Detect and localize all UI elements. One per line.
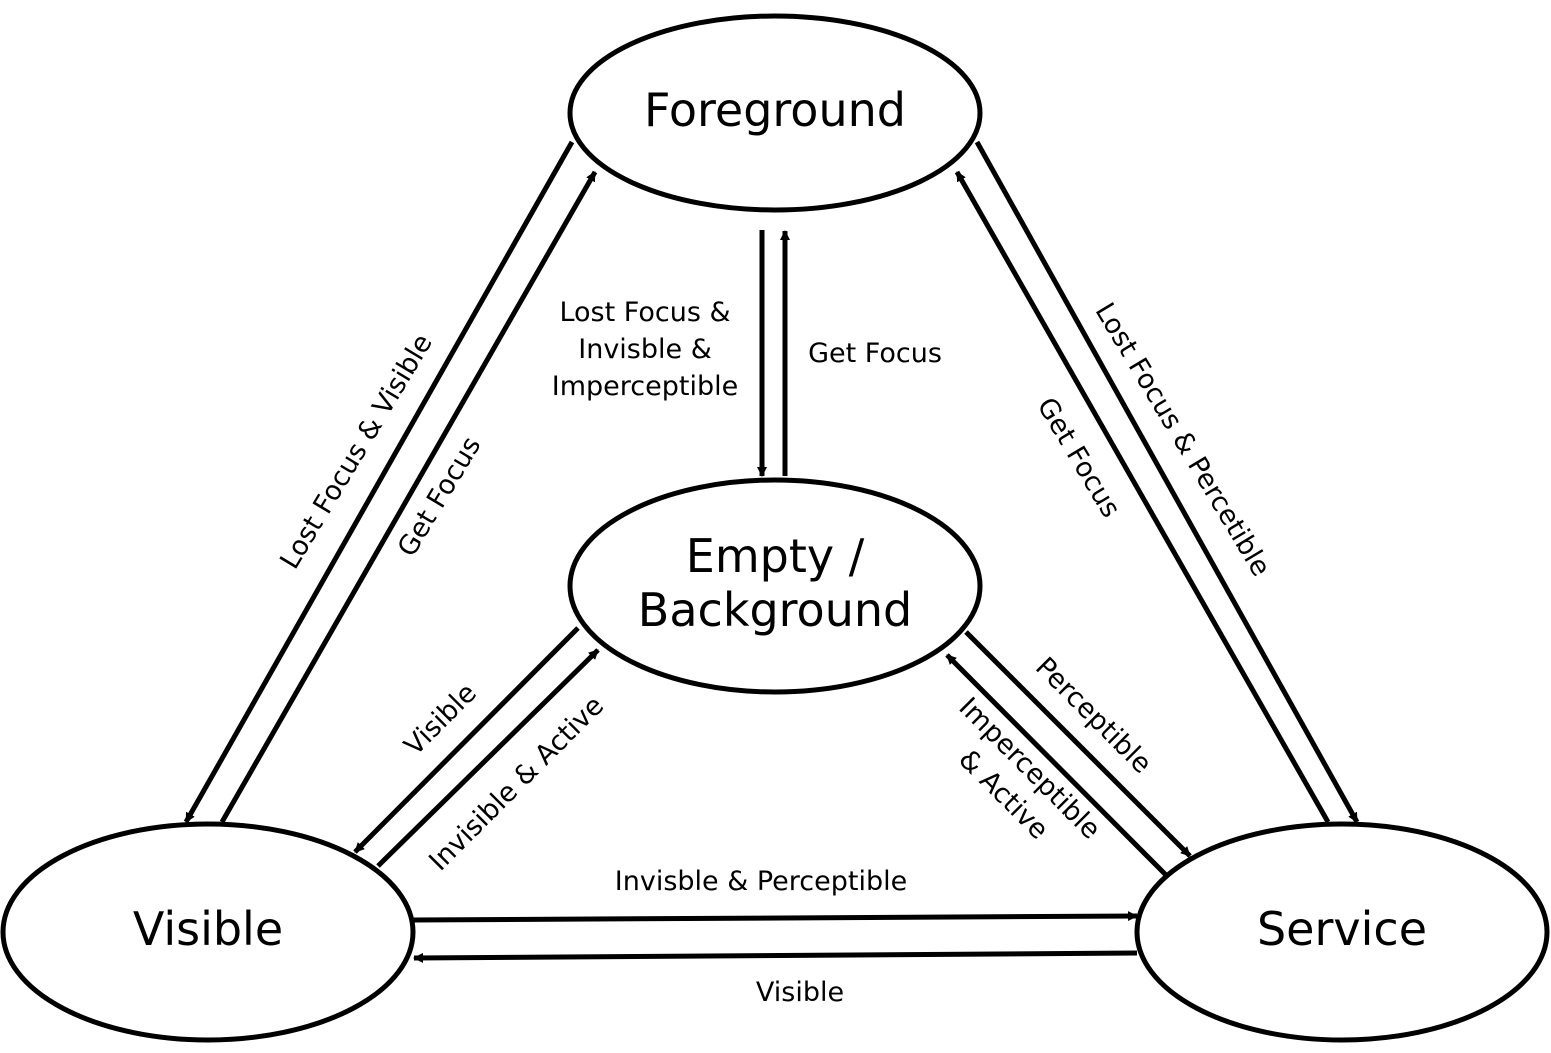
state-ellipse bbox=[567, 13, 983, 213]
state-label: Visible bbox=[133, 902, 283, 956]
state-ellipse bbox=[567, 477, 983, 695]
transition-label-line: Get Focus bbox=[808, 338, 942, 369]
transition-label-line: Imperceptible bbox=[552, 371, 738, 402]
state-label-line: Service bbox=[1257, 902, 1427, 956]
state-label-line: Empty / bbox=[686, 529, 865, 583]
state-label: Empty /Background bbox=[638, 529, 912, 637]
transition-label-visible-to-service: Invisble & Perceptible bbox=[615, 866, 907, 897]
state-visible: Visible bbox=[0, 821, 416, 1043]
state-label-line: Visible bbox=[133, 902, 283, 956]
state-label: Service bbox=[1257, 902, 1427, 956]
transition-label-line: Visible bbox=[756, 977, 844, 1008]
state-label: Foreground bbox=[644, 83, 906, 137]
transition-arrow-fg-to-visible bbox=[183, 140, 575, 824]
transition-arrow-service-to-fg bbox=[954, 170, 1331, 824]
state-label-line: Background bbox=[638, 583, 912, 637]
transition-label-service-to-fg: Get Focus bbox=[1031, 392, 1126, 523]
transition-arrow-bg-to-service bbox=[964, 630, 1192, 858]
state-label-line: Foreground bbox=[644, 83, 906, 137]
transition-arrow-visible-to-service bbox=[412, 911, 1138, 923]
transition-label-line: Invisble & bbox=[578, 334, 712, 365]
transition-label-bg-to-visible: Visible bbox=[398, 677, 482, 761]
transition-arrow-service-to-bg bbox=[945, 653, 1168, 877]
transition-label-fg-to-bg: Lost Focus & Invisble & Imperceptible bbox=[552, 297, 738, 402]
transition-label-line: Get Focus bbox=[391, 431, 486, 562]
transition-arrow-bg-to-visible bbox=[353, 626, 580, 854]
state-service: Service bbox=[1134, 821, 1550, 1043]
transition-arrow-service-to-visible bbox=[413, 950, 1138, 963]
transition-label-fg-to-service: Lost Focus & Percetible bbox=[1089, 297, 1277, 581]
state-ellipse bbox=[0, 821, 416, 1043]
transition-label-line: Invisble & Perceptible bbox=[615, 866, 907, 897]
state-ellipse bbox=[1134, 821, 1550, 1043]
state-foreground: Foreground bbox=[567, 13, 983, 213]
transition-label-service-to-visible: Visible bbox=[756, 977, 844, 1008]
transition-label-bg-to-fg: Get Focus bbox=[808, 338, 942, 369]
transition-label-visible-to-fg: Get Focus bbox=[391, 431, 486, 562]
transition-label-line: Get Focus bbox=[1031, 392, 1126, 523]
transition-label-line: Visible bbox=[398, 677, 482, 761]
transition-label-line: Lost Focus & Percetible bbox=[1089, 297, 1277, 581]
transition-label-line: Lost Focus & bbox=[559, 297, 730, 328]
transition-arrow-fg-to-service bbox=[974, 140, 1360, 824]
transition-arrow-visible-to-fg bbox=[219, 170, 598, 824]
state-empty-background: Empty /Background bbox=[567, 477, 983, 695]
transition-edges bbox=[183, 140, 1360, 963]
transition-arrow-visible-to-bg bbox=[376, 648, 600, 868]
